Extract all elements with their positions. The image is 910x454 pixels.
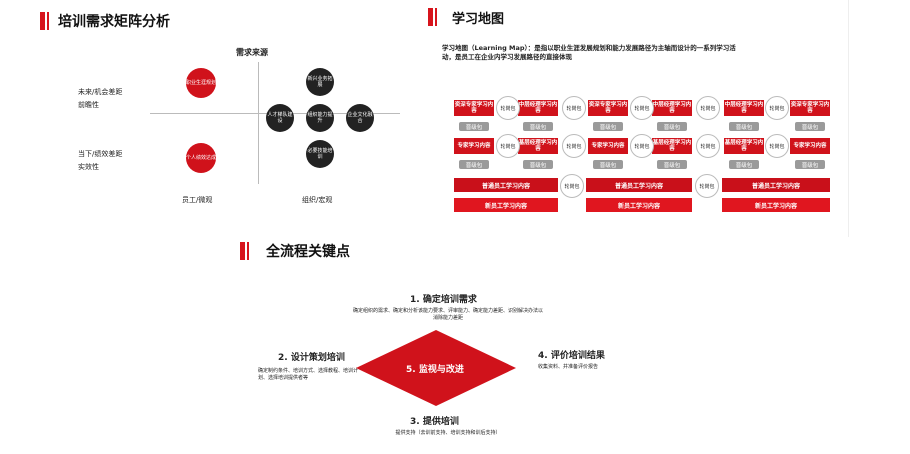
wheel-r1-2: 轮岗包 <box>562 96 586 120</box>
row-future: 未来/机会差距 <box>78 88 123 96</box>
source-label: 需求来源 <box>236 48 268 57</box>
promo-2: 晋级包 <box>523 122 553 131</box>
slide1-title: 培训需求矩阵分析 <box>58 14 170 30</box>
base-box-1: 普通员工学习内容 <box>454 178 558 192</box>
slide3-title: 全流程关键点 <box>266 244 350 260</box>
base-box-3: 普通员工学习内容 <box>722 178 830 192</box>
wheel-base-2: 轮岗包 <box>695 174 719 198</box>
step4-title: 4. 评价培训结果 <box>538 351 605 361</box>
circle-personal: 个人绩效达成 <box>186 143 216 173</box>
axis-vertical <box>258 62 259 184</box>
r2-box-3: 专家学习内容 <box>588 138 628 154</box>
circle-career: 职业生涯规划 <box>186 68 216 98</box>
promo-8: 晋级包 <box>523 160 553 169</box>
promo-9: 晋级包 <box>593 160 623 169</box>
wheel-r1-5: 轮岗包 <box>765 96 789 120</box>
step4-desc: 收集资料、并准备评价报告 <box>538 364 599 370</box>
title-accent-small <box>247 242 249 260</box>
promo-12: 晋级包 <box>795 160 825 169</box>
r2-box-4: 基层经理学习内容 <box>652 138 692 154</box>
r1-box-6: 资深专家学习内容 <box>790 100 830 116</box>
new-box-3: 新员工学习内容 <box>722 198 830 212</box>
step2-title: 2. 设计策划培训 <box>278 353 345 363</box>
center-diamond <box>356 330 516 406</box>
row-current-sub: 实效性 <box>78 163 99 171</box>
wheel-r2-4: 轮岗包 <box>696 134 720 158</box>
title-accent-small <box>47 12 49 30</box>
step1-desc: 确定组织的需求、确定和分析该能力要求、评审能力、确定能力差距、识别解决办法以消除… <box>353 308 544 321</box>
step3-title: 3. 提供培训 <box>410 417 459 427</box>
title-accent-small <box>435 8 437 26</box>
circle-culture: 企业文化融合 <box>346 104 374 132</box>
wheel-r1-4: 轮岗包 <box>696 96 720 120</box>
wheel-r1-3: 轮岗包 <box>630 96 654 120</box>
r2-box-1: 专家学习内容 <box>454 138 494 154</box>
circle-orgcap: 组织能力提升 <box>306 104 334 132</box>
step1-title: 1. 确定培训需求 <box>410 295 477 305</box>
col-org: 组织/宏观 <box>302 196 333 204</box>
promo-6: 晋级包 <box>795 122 825 131</box>
r2-box-6: 专家学习内容 <box>790 138 830 154</box>
row-current: 当下/绩效差距 <box>78 150 123 158</box>
new-box-1: 新员工学习内容 <box>454 198 558 212</box>
r1-box-3: 资深专家学习内容 <box>588 100 628 116</box>
row-future-sub: 前瞻性 <box>78 101 99 109</box>
slide-process-keypoints: 全流程关键点 1. 确定培训需求 确定组织的需求、确定和分析该能力要求、评审能力… <box>238 230 653 454</box>
wheel-r1-1: 轮岗包 <box>496 96 520 120</box>
promo-1: 晋级包 <box>459 122 489 131</box>
step2-desc: 确定制约条件、培训方式、选择教程、培训计划、选择培训提供者等 <box>258 368 359 381</box>
promo-7: 晋级包 <box>459 160 489 169</box>
circle-newbiz: 新兴业务拓展 <box>306 68 334 96</box>
title-accent <box>40 12 45 30</box>
circle-talent: 人才梯队建设 <box>266 104 294 132</box>
r1-box-4: 中层经理学习内容 <box>652 100 692 116</box>
promo-3: 晋级包 <box>593 122 623 131</box>
promo-5: 晋级包 <box>729 122 759 131</box>
wheel-r2-1: 轮岗包 <box>496 134 520 158</box>
base-box-2: 普通员工学习内容 <box>586 178 692 192</box>
wheel-r2-5: 轮岗包 <box>765 134 789 158</box>
circle-must: 必要技能培训 <box>306 140 334 168</box>
r1-box-2: 中层经理学习内容 <box>518 100 558 116</box>
promo-10: 晋级包 <box>657 160 687 169</box>
promo-4: 晋级包 <box>657 122 687 131</box>
col-employee: 员工/微观 <box>182 196 213 204</box>
promo-11: 晋级包 <box>729 160 759 169</box>
wheel-r2-3: 轮岗包 <box>630 134 654 158</box>
step3-desc: 提供支持（去训前支持、培训支持和训后支持） <box>395 430 501 436</box>
r2-box-5: 基层经理学习内容 <box>724 138 764 154</box>
slide2-title: 学习地图 <box>452 12 505 27</box>
r1-box-1: 资深专家学习内容 <box>454 100 494 116</box>
title-accent <box>428 8 433 26</box>
step5-title: 5. 监视与改进 <box>406 365 464 375</box>
slide-learning-map: 学习地图 学习地图（Learning Map）：是指以职业生涯发展规划和能力发展… <box>426 0 849 237</box>
wheel-base-1: 轮岗包 <box>560 174 584 198</box>
slide-demand-matrix: 培训需求矩阵分析 需求来源 未来/机会差距 前瞻性 当下/绩效差距 实效性 职业… <box>30 0 425 230</box>
new-box-2: 新员工学习内容 <box>586 198 692 212</box>
title-accent <box>240 242 245 260</box>
wheel-r2-2: 轮岗包 <box>562 134 586 158</box>
slide2-desc: 学习地图（Learning Map）：是指以职业生涯发展规划和能力发展路径为主轴… <box>442 44 736 61</box>
r2-box-2: 基层经理学习内容 <box>518 138 558 154</box>
r1-box-5: 中层经理学习内容 <box>724 100 764 116</box>
